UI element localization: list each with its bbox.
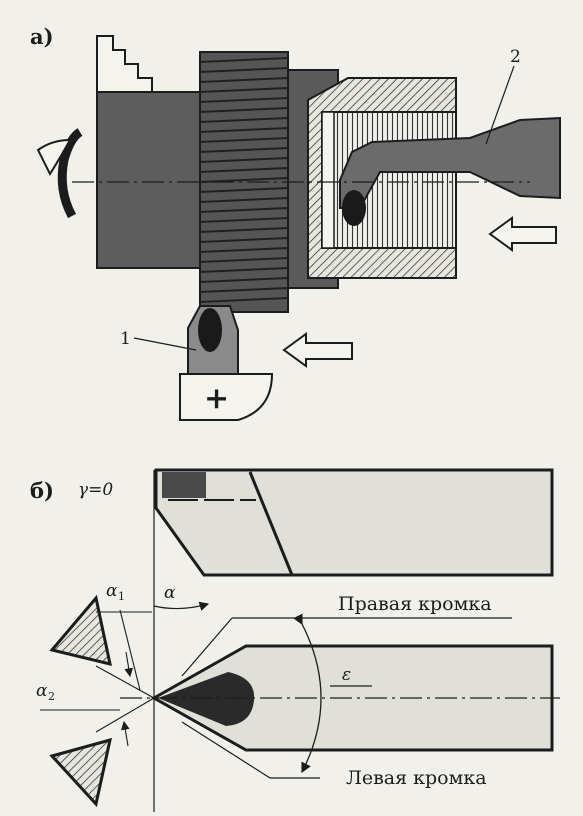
lower-wedge xyxy=(49,737,112,808)
epsilon-arc xyxy=(293,613,322,774)
right-edge-line xyxy=(181,617,233,677)
chuck-jaw xyxy=(96,35,153,93)
alpha-arc xyxy=(153,601,210,611)
alpha2-label: α xyxy=(36,681,48,701)
callout-1: 1 xyxy=(120,329,131,349)
upper-wedge xyxy=(49,594,112,667)
alpha1-label: α xyxy=(106,581,118,601)
external-tool-tip xyxy=(198,308,222,352)
rotation-arrow xyxy=(36,128,83,219)
workpiece-body xyxy=(96,91,206,269)
leader-1 xyxy=(133,337,197,351)
alpha2-line-a xyxy=(95,697,155,733)
upper-insert-line xyxy=(248,471,294,576)
alpha2-arc xyxy=(120,720,130,747)
feed-arrow-external xyxy=(282,332,353,368)
alpha1-subscript: 1 xyxy=(118,590,125,603)
part-a-drawing xyxy=(36,35,561,421)
part-b-label: б) xyxy=(30,478,54,503)
right-edge-label: Правая кромка xyxy=(338,593,492,615)
part-a-label: а) xyxy=(30,24,54,49)
gamma-label: γ=0 xyxy=(78,480,113,500)
alpha2-subscript: 2 xyxy=(48,690,55,703)
alpha1-line-b xyxy=(119,609,141,691)
upper-tool-insert xyxy=(162,472,206,498)
lower-tool-tip xyxy=(158,672,255,726)
upper-tool-body xyxy=(154,468,554,577)
callout-2: 2 xyxy=(510,47,521,67)
alpha1-arc xyxy=(124,651,134,678)
plus-sign: + xyxy=(204,381,229,416)
internal-tool-tip xyxy=(342,190,366,226)
epsilon-label: ε xyxy=(342,665,351,685)
left-edge-line xyxy=(181,721,271,779)
feed-arrow-internal xyxy=(488,216,557,252)
alpha-label: α xyxy=(164,583,176,603)
nut-inner-sleeve xyxy=(321,111,335,249)
leader-2 xyxy=(485,65,515,145)
thread-lines xyxy=(199,57,289,303)
left-edge-label: Левая кромка xyxy=(346,767,487,789)
alpha1-line-a xyxy=(95,665,155,699)
part-b-drawing xyxy=(40,468,560,812)
tool-holder xyxy=(179,373,274,421)
